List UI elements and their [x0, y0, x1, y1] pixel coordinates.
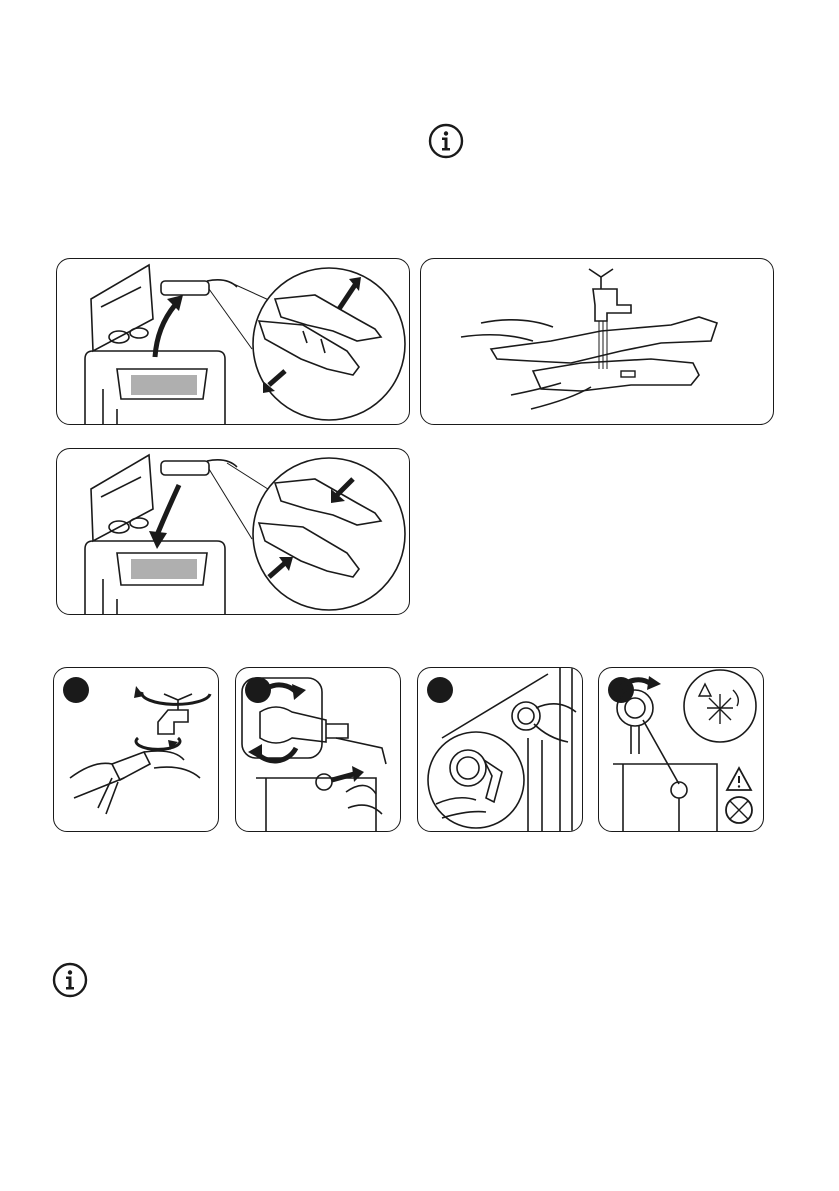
remove-dispenser-illustration [57, 259, 409, 424]
rinse-dispenser-illustration [421, 259, 773, 424]
panel-insert-dispenser [56, 448, 410, 615]
valve-filter-illustration [418, 668, 582, 831]
panel-remove-dispenser [56, 258, 410, 425]
step-3-valve-filter [417, 667, 583, 832]
reconnect-illustration [599, 668, 763, 831]
hose-filter-illustration [236, 668, 400, 831]
insert-dispenser-illustration [57, 449, 409, 614]
step-1-tap-filter [53, 667, 219, 832]
info-icon [428, 123, 464, 159]
panel-rinse-dispenser [420, 258, 774, 425]
step-4-reconnect [598, 667, 764, 832]
step-2-hose-filter [235, 667, 401, 832]
info-icon [52, 962, 88, 998]
tap-filter-illustration [54, 668, 218, 831]
